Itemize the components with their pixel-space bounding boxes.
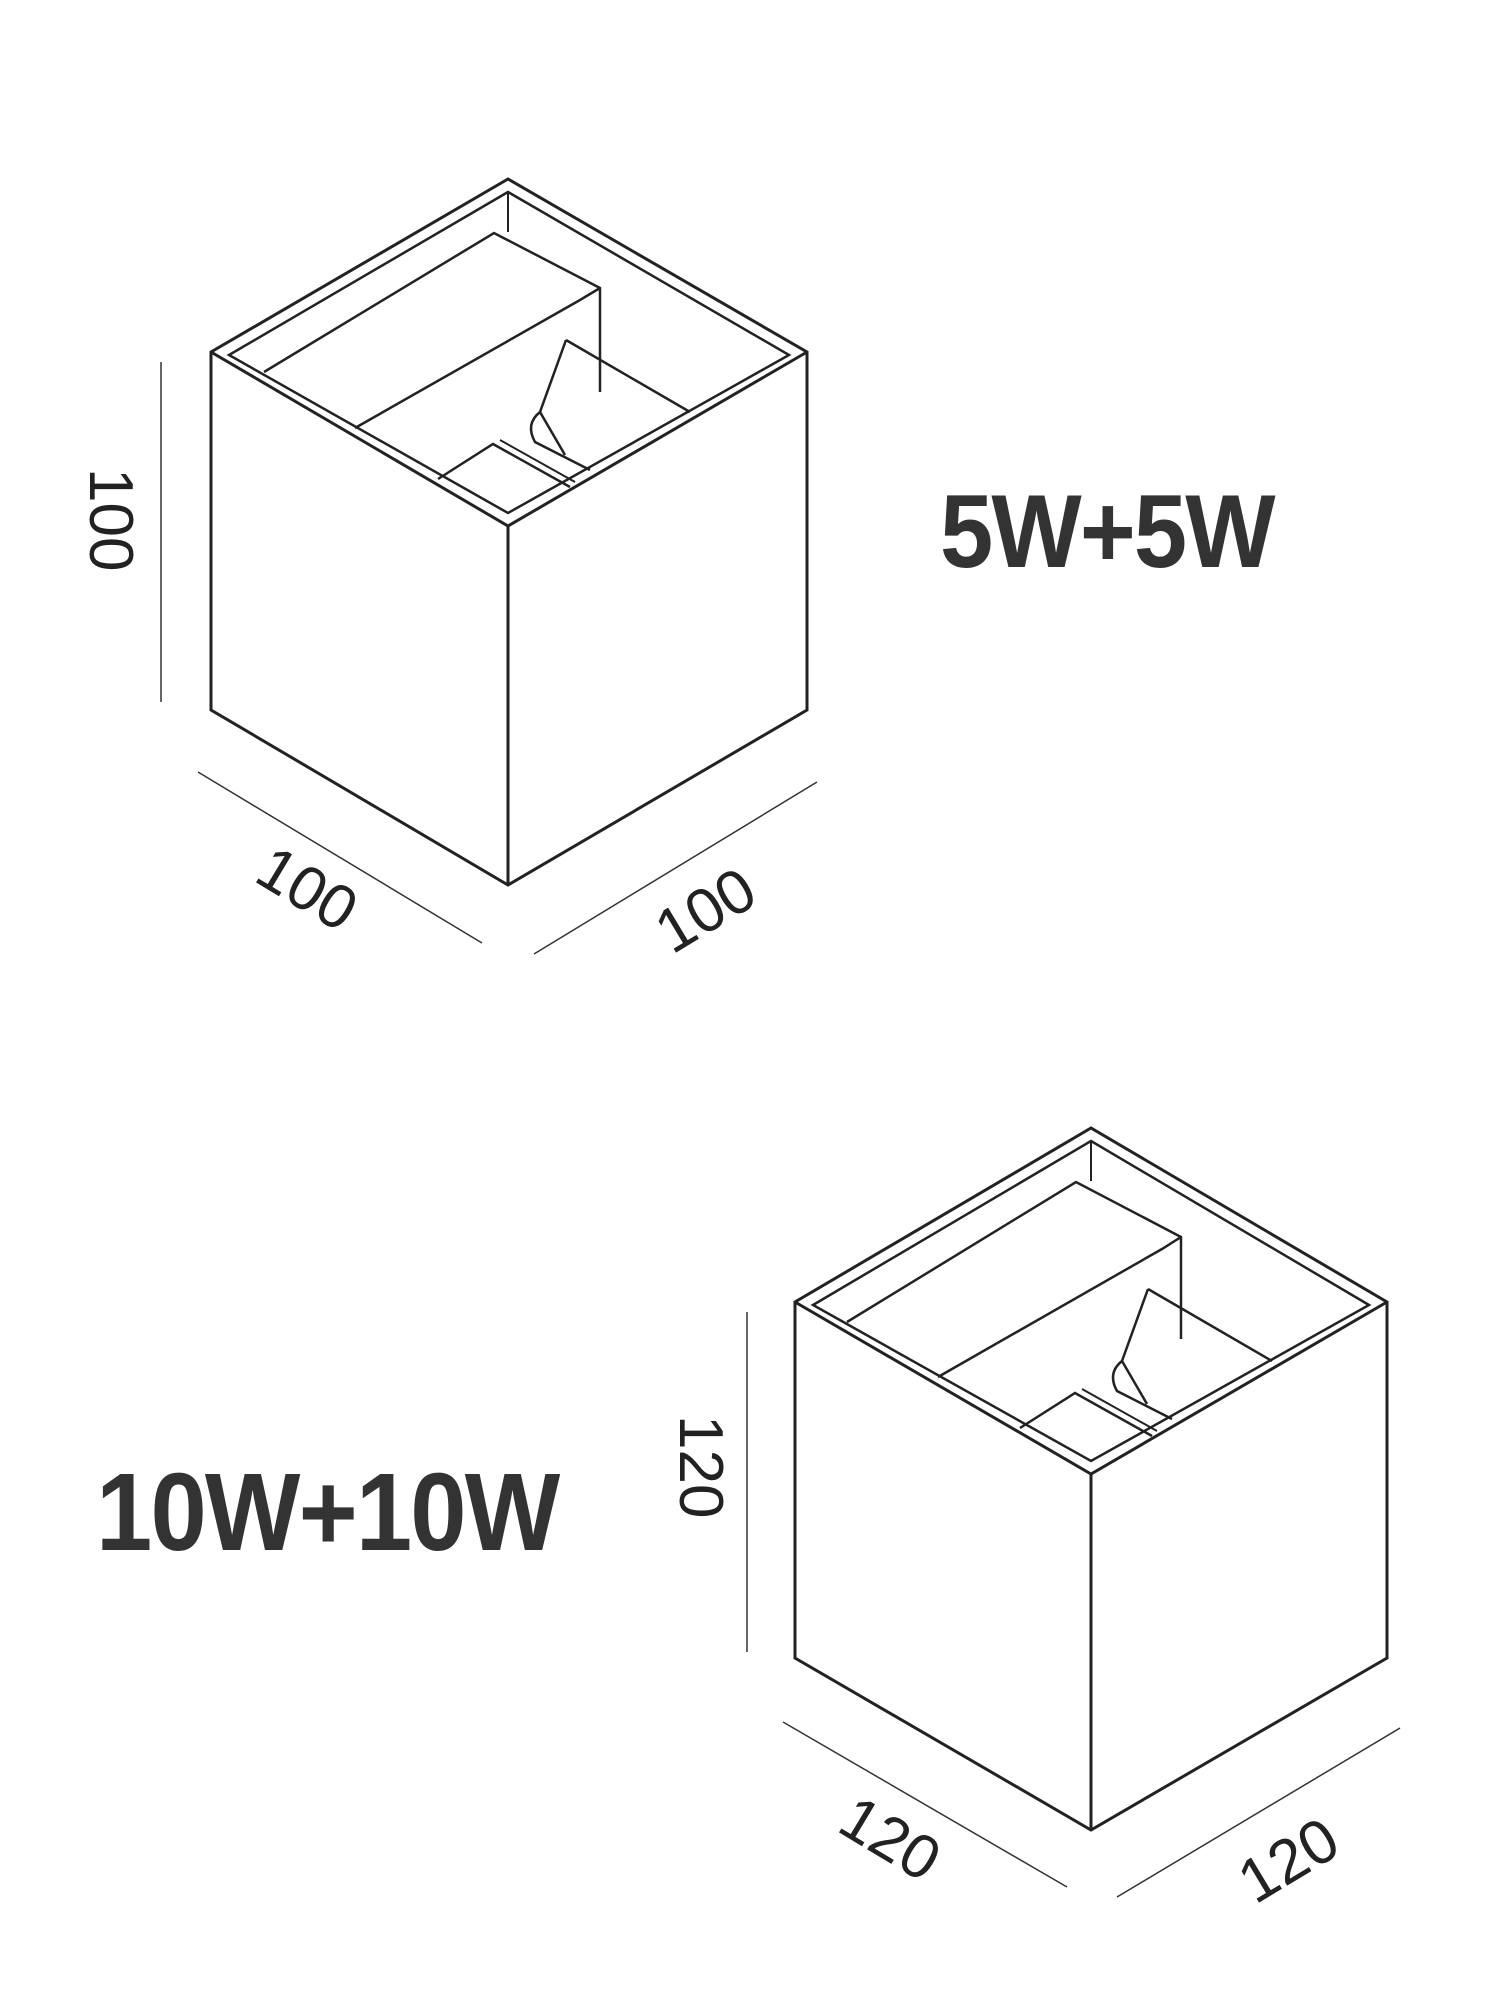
dimension-height-large: 120 [666, 1415, 735, 1518]
dimension-height-small: 100 [76, 468, 145, 571]
cube-drawing-large [793, 1126, 1389, 1832]
dimension-depth-small: 100 [644, 855, 768, 967]
dimension-lines-large [746, 1312, 1401, 1898]
power-label-large: 10W+10W [96, 1451, 560, 1574]
power-label-small: 5W+5W [940, 474, 1276, 590]
dimension-width-large: 120 [828, 1783, 952, 1895]
cube-drawing-small [209, 177, 809, 887]
dimension-width-small: 100 [245, 833, 369, 945]
dimension-lines-small [160, 362, 818, 955]
dimension-depth-large: 120 [1227, 1805, 1351, 1917]
